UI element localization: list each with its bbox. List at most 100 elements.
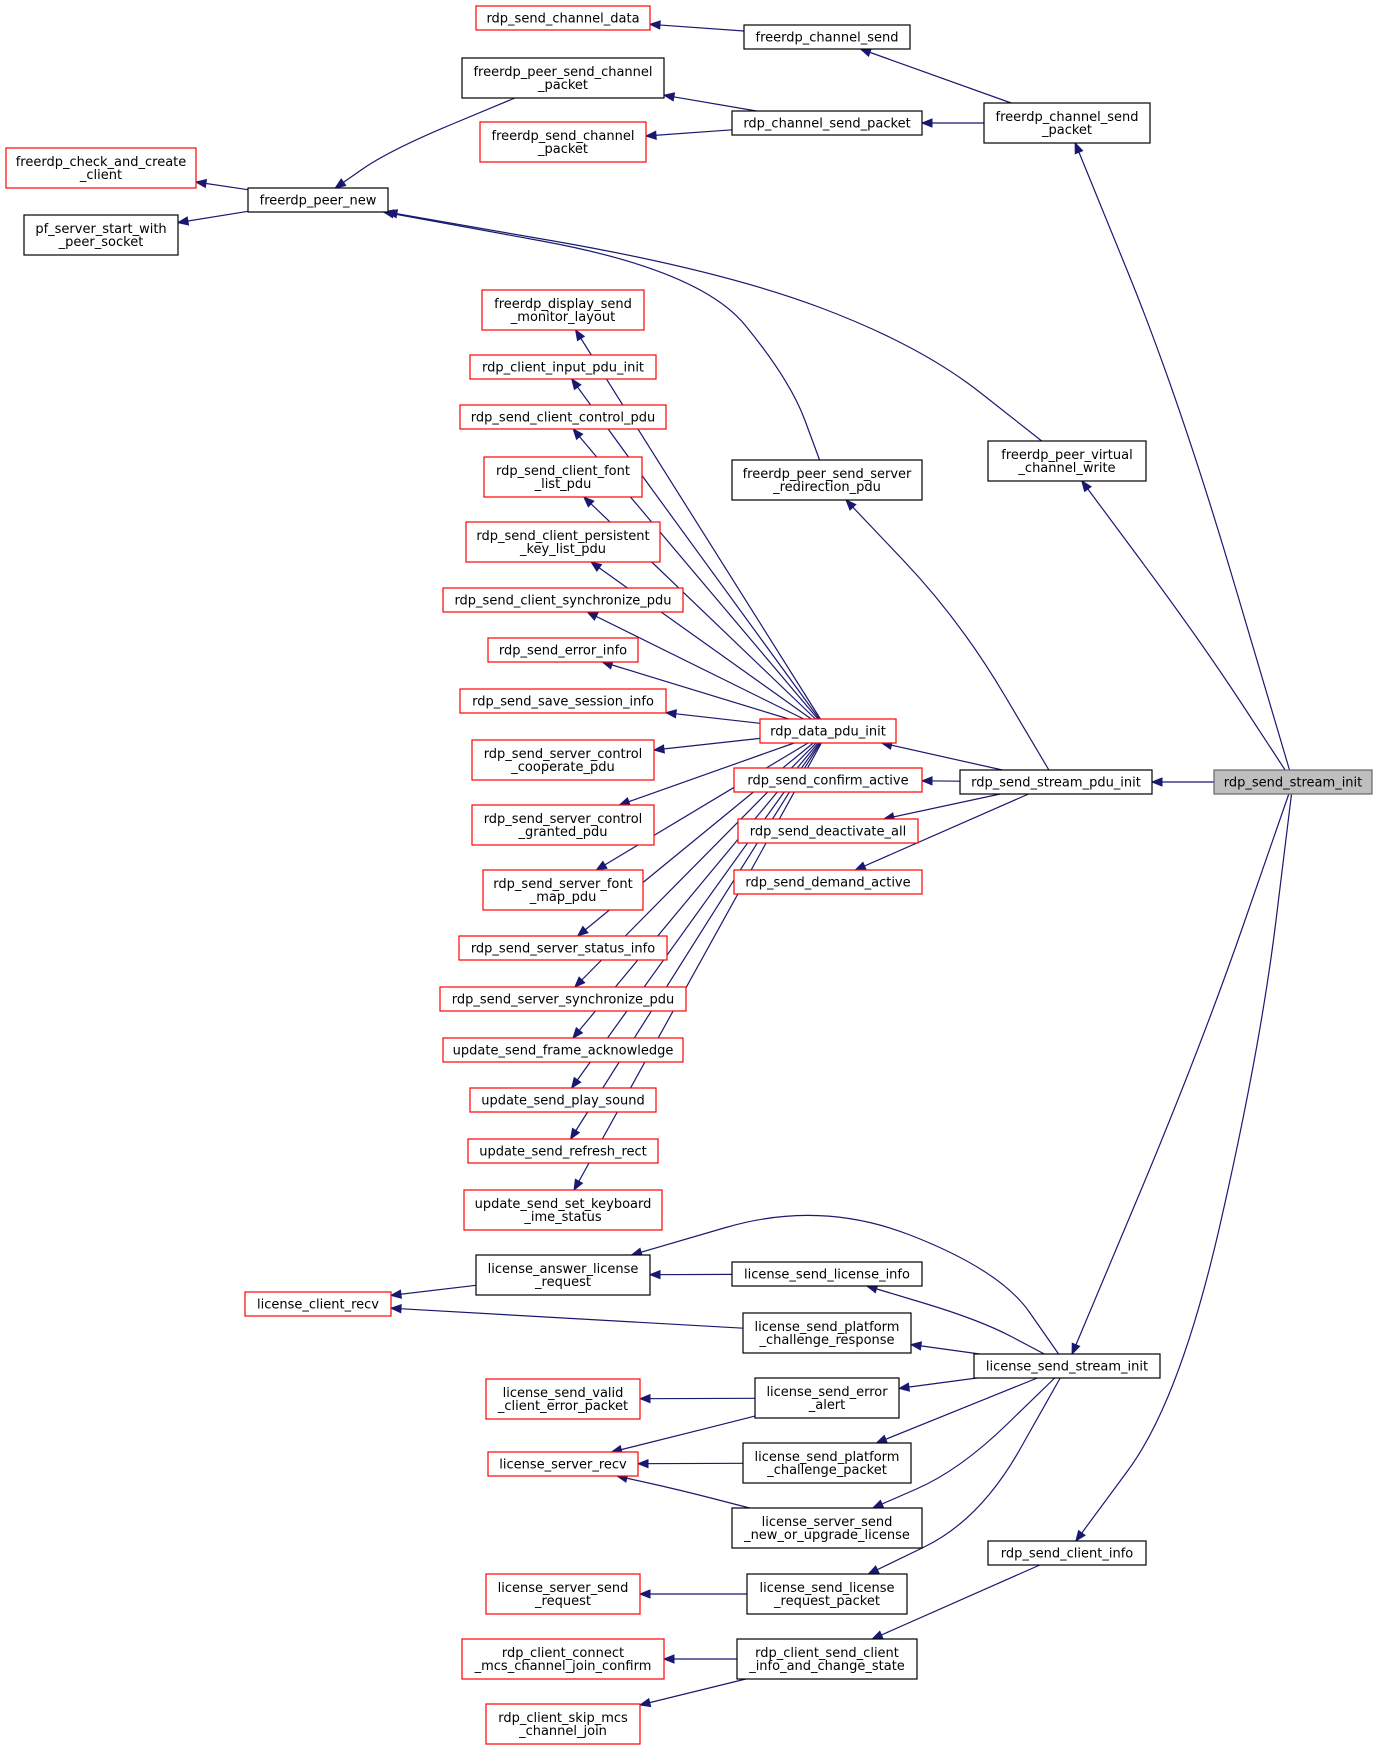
node-box[interactable] — [731, 1261, 923, 1287]
node-rdp_send_client_font_list_pdu[interactable]: rdp_send_client_font_list_pdu — [483, 456, 643, 498]
node-freerdp_peer_send_server_redirection_pdu[interactable]: freerdp_peer_send_server_redirection_pdu — [731, 459, 923, 501]
node-box[interactable] — [465, 521, 661, 563]
node-box[interactable] — [471, 804, 655, 846]
node-box[interactable] — [461, 1638, 665, 1680]
node-rdp_send_confirm_active[interactable]: rdp_send_confirm_active — [733, 767, 923, 793]
node-license_server_send_new_or_upgrade_license[interactable]: license_server_send_new_or_upgrade_licen… — [731, 1507, 923, 1549]
node-freerdp_send_channel_packet[interactable]: freerdp_send_channel_packet — [479, 121, 647, 163]
node-box[interactable] — [481, 289, 645, 331]
node-box[interactable] — [485, 1378, 641, 1420]
node-box[interactable] — [475, 1254, 651, 1296]
node-box[interactable] — [5, 147, 197, 189]
node-rdp_send_deactivate_all[interactable]: rdp_send_deactivate_all — [737, 818, 919, 844]
node-box[interactable] — [733, 869, 923, 895]
node-freerdp_display_send_monitor_layout[interactable]: freerdp_display_send_monitor_layout — [481, 289, 645, 331]
node-rdp_send_channel_data[interactable]: rdp_send_channel_data — [475, 5, 651, 31]
node-license_send_platform_challenge_packet[interactable]: license_send_platform_challenge_packet — [742, 1442, 912, 1484]
node-box[interactable] — [463, 1189, 663, 1231]
node-box[interactable] — [442, 587, 684, 613]
node-box[interactable] — [743, 24, 911, 50]
node-license_send_license_request_packet[interactable]: license_send_license_request_packet — [746, 1573, 908, 1615]
node-box[interactable] — [475, 5, 651, 31]
node-box[interactable] — [459, 688, 667, 714]
node-rdp_send_demand_active[interactable]: rdp_send_demand_active — [733, 869, 923, 895]
node-rdp_send_save_session_info[interactable]: rdp_send_save_session_info — [459, 688, 667, 714]
node-update_send_play_sound[interactable]: update_send_play_sound — [469, 1087, 657, 1113]
node-license_client_recv[interactable]: license_client_recv — [244, 1291, 392, 1317]
node-box[interactable] — [742, 1442, 912, 1484]
node-license_send_license_info[interactable]: license_send_license_info — [731, 1261, 923, 1287]
node-rdp_client_input_pdu_init[interactable]: rdp_client_input_pdu_init — [469, 354, 657, 380]
node-update_send_frame_acknowledge[interactable]: update_send_frame_acknowledge — [442, 1037, 684, 1063]
node-update_send_set_keyboard_ime_status[interactable]: update_send_set_keyboard_ime_status — [463, 1189, 663, 1231]
node-rdp_send_client_synchronize_pdu[interactable]: rdp_send_client_synchronize_pdu — [442, 587, 684, 613]
node-rdp_client_connect_mcs_channel_join_confirm[interactable]: rdp_client_connect_mcs_channel_join_conf… — [461, 1638, 665, 1680]
node-freerdp_peer_virtual_channel_write[interactable]: freerdp_peer_virtual_channel_write — [987, 440, 1147, 482]
node-box[interactable] — [487, 637, 639, 663]
node-rdp_send_server_font_map_pdu[interactable]: rdp_send_server_font_map_pdu — [482, 869, 644, 911]
node-license_send_error_alert[interactable]: license_send_error_alert — [754, 1377, 900, 1419]
node-box[interactable] — [736, 1638, 918, 1680]
node-box[interactable] — [469, 354, 657, 380]
node-box[interactable] — [973, 1353, 1161, 1379]
node-box[interactable] — [485, 1703, 641, 1745]
node-box[interactable] — [247, 187, 389, 213]
node-box[interactable] — [461, 57, 665, 99]
node-rdp_client_send_client_info_and_change_state[interactable]: rdp_client_send_client_info_and_change_s… — [736, 1638, 918, 1680]
node-rdp_send_client_control_pdu[interactable]: rdp_send_client_control_pdu — [459, 404, 667, 430]
node-license_send_stream_init[interactable]: license_send_stream_init — [973, 1353, 1161, 1379]
node-box[interactable] — [439, 986, 687, 1012]
node-freerdp_peer_send_channel_packet[interactable]: freerdp_peer_send_channel_packet — [461, 57, 665, 99]
node-box[interactable] — [759, 718, 897, 744]
node-box[interactable] — [485, 1573, 641, 1615]
node-rdp_send_error_info[interactable]: rdp_send_error_info — [487, 637, 639, 663]
node-box[interactable] — [754, 1377, 900, 1419]
node-pf_server_start_with_peer_socket[interactable]: pf_server_start_with_peer_socket — [23, 214, 179, 256]
node-license_server_recv[interactable]: license_server_recv — [487, 1451, 639, 1477]
node-box[interactable] — [482, 869, 644, 911]
node-box[interactable] — [983, 102, 1151, 144]
node-box[interactable] — [244, 1291, 392, 1317]
node-rdp_send_client_info[interactable]: rdp_send_client_info — [987, 1540, 1147, 1566]
node-license_server_send_request[interactable]: license_server_send_request — [485, 1573, 641, 1615]
node-update_send_refresh_rect[interactable]: update_send_refresh_rect — [467, 1138, 659, 1164]
node-box[interactable] — [23, 214, 179, 256]
node-rdp_send_server_control_granted_pdu[interactable]: rdp_send_server_control_granted_pdu — [471, 804, 655, 846]
node-rdp_send_server_control_cooperate_pdu[interactable]: rdp_send_server_control_cooperate_pdu — [471, 739, 655, 781]
node-box[interactable] — [987, 1540, 1147, 1566]
node-box[interactable] — [987, 440, 1147, 482]
node-freerdp_channel_send[interactable]: freerdp_channel_send — [743, 24, 911, 50]
node-freerdp_channel_send_packet[interactable]: freerdp_channel_send_packet — [983, 102, 1151, 144]
node-box[interactable] — [467, 1138, 659, 1164]
node-box[interactable] — [733, 767, 923, 793]
node-rdp_send_server_status_info[interactable]: rdp_send_server_status_info — [458, 935, 668, 961]
node-box[interactable] — [459, 404, 667, 430]
node-box[interactable] — [731, 459, 923, 501]
node-box[interactable] — [731, 1507, 923, 1549]
node-box[interactable] — [742, 1312, 912, 1354]
node-rdp_data_pdu_init[interactable]: rdp_data_pdu_init — [759, 718, 897, 744]
node-license_send_valid_client_error_packet[interactable]: license_send_valid_client_error_packet — [485, 1378, 641, 1420]
node-box[interactable] — [471, 739, 655, 781]
node-box[interactable] — [479, 121, 647, 163]
node-box[interactable] — [737, 818, 919, 844]
node-license_send_platform_challenge_response[interactable]: license_send_platform_challenge_response — [742, 1312, 912, 1354]
node-license_answer_license_request[interactable]: license_answer_license_request — [475, 1254, 651, 1296]
node-box[interactable] — [469, 1087, 657, 1113]
node-box[interactable] — [483, 456, 643, 498]
node-rdp_send_server_synchronize_pdu[interactable]: rdp_send_server_synchronize_pdu — [439, 986, 687, 1012]
node-freerdp_peer_new[interactable]: freerdp_peer_new — [247, 187, 389, 213]
node-box[interactable] — [458, 935, 668, 961]
node-box[interactable] — [442, 1037, 684, 1063]
node-freerdp_check_and_create_client[interactable]: freerdp_check_and_create_client — [5, 147, 197, 189]
node-rdp_send_stream_init[interactable]: rdp_send_stream_init — [1213, 769, 1373, 795]
node-box[interactable] — [487, 1451, 639, 1477]
node-rdp_send_client_persistent_key_list_pdu[interactable]: rdp_send_client_persistent_key_list_pdu — [465, 521, 661, 563]
node-box[interactable] — [746, 1573, 908, 1615]
node-rdp_channel_send_packet[interactable]: rdp_channel_send_packet — [731, 110, 923, 136]
node-box[interactable] — [959, 769, 1153, 795]
node-box[interactable] — [731, 110, 923, 136]
node-rdp_client_skip_mcs_channel_join[interactable]: rdp_client_skip_mcs_channel_join — [485, 1703, 641, 1745]
node-rdp_send_stream_pdu_init[interactable]: rdp_send_stream_pdu_init — [959, 769, 1153, 795]
node-box[interactable] — [1213, 769, 1373, 795]
